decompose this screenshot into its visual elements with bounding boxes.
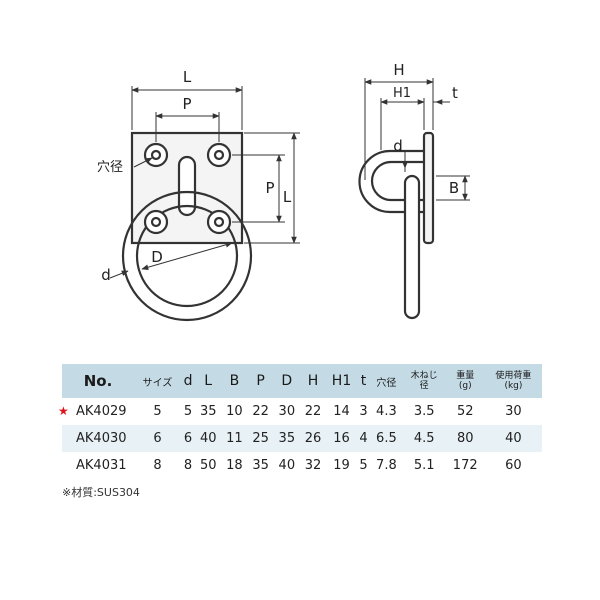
table-cell: 25 xyxy=(247,425,274,452)
table-cell: 6 xyxy=(181,425,196,452)
dim-label-P-side: P xyxy=(265,179,274,197)
table-cell: 4 xyxy=(356,425,371,452)
table-cell: 80 xyxy=(445,425,485,452)
side-plate xyxy=(422,131,435,245)
ring-outer xyxy=(121,190,253,322)
col-header: t xyxy=(356,364,371,398)
table-row: AK4030 6 6 40 11 25 35 26 16 4 6.5 4.5 8… xyxy=(62,425,542,452)
col-header: P xyxy=(247,364,274,398)
mount-hole xyxy=(206,142,232,168)
table-cell: 22 xyxy=(304,404,322,419)
table-cell: 172 xyxy=(452,458,478,473)
ring-inner xyxy=(135,204,239,308)
table-cell: 35 xyxy=(273,425,300,452)
side-loop xyxy=(358,149,424,214)
col-header: D xyxy=(273,364,300,398)
dim-label-t: t xyxy=(452,84,458,102)
material-note: ※材質:SUS304 xyxy=(62,486,140,499)
dim-label-H1: H1 xyxy=(393,86,411,101)
model-cell: AK4031 xyxy=(76,458,127,473)
table-cell: 26 xyxy=(299,425,327,452)
table-cell: 11 xyxy=(221,425,248,452)
table-cell: 5 xyxy=(153,404,162,419)
table-cell: 8 xyxy=(183,458,193,473)
table-cell: 5 xyxy=(183,404,193,419)
mount-hole xyxy=(143,142,169,168)
table-cell: 8 xyxy=(153,458,162,473)
table-cell: 60 xyxy=(505,458,522,473)
dim-label-P-top: P xyxy=(182,95,191,113)
table-header-row: No. サイズ d L B P D H H1 t 穴径 木ねじ 径 重量 (g)… xyxy=(62,364,542,398)
col-header: サイズ xyxy=(134,364,182,398)
model-cell: ★AK4029 xyxy=(58,404,127,419)
table-cell: 7.8 xyxy=(376,458,397,473)
col-header: 重量 (g) xyxy=(445,364,485,398)
col-header: L xyxy=(195,364,222,398)
table-cell: 6 xyxy=(134,425,182,452)
dim-label-L-side: L xyxy=(283,188,292,206)
table-cell: 35 xyxy=(199,404,217,419)
col-header: H xyxy=(299,364,327,398)
dim-label-H: H xyxy=(393,61,404,79)
dim-label-L: L xyxy=(183,68,192,86)
dim-label-d-side: d xyxy=(393,137,403,155)
table-cell: 16 xyxy=(326,425,357,452)
table-cell: 40 xyxy=(484,425,542,452)
table-cell: 22 xyxy=(252,404,269,419)
table-cell: 4.5 xyxy=(402,425,446,452)
table-cell: 30 xyxy=(505,404,522,419)
side-view xyxy=(358,131,435,320)
table-cell: 19 xyxy=(333,458,350,473)
table-cell: 40 xyxy=(278,458,296,473)
table-cell: 35 xyxy=(252,458,269,473)
col-header: No. xyxy=(62,364,134,398)
table-cell: 6.5 xyxy=(370,425,403,452)
table-cell: 50 xyxy=(199,458,217,473)
table-cell: 3 xyxy=(359,404,368,419)
col-header: 使用荷重 (kg) xyxy=(484,364,542,398)
col-header: B xyxy=(221,364,248,398)
table-cell: 32 xyxy=(304,458,322,473)
col-header: 木ねじ 径 xyxy=(402,364,446,398)
side-ring xyxy=(403,174,421,320)
side-dimensions xyxy=(364,78,470,201)
hanger-bar xyxy=(177,155,197,217)
mount-hole xyxy=(206,209,232,235)
table-cell: 30 xyxy=(278,404,296,419)
col-header: H1 xyxy=(326,364,357,398)
dim-label-D: D xyxy=(151,248,163,266)
mount-hole xyxy=(143,209,169,235)
table-cell: 14 xyxy=(333,404,350,419)
hole-diameter-label: 穴径 xyxy=(97,160,123,175)
dim-label-d: d xyxy=(101,266,111,284)
technical-drawing: L P 穴径 P L d D H H1 t d B xyxy=(97,61,470,322)
col-header: 穴径 xyxy=(370,364,403,398)
table-row: AK4031 8 8 50 18 35 40 32 19 5 7.8 5.1 1… xyxy=(62,452,542,479)
table-cell: 3.5 xyxy=(413,404,435,419)
table-cell: 5 xyxy=(359,458,368,473)
table-cell: 40 xyxy=(195,425,222,452)
front-view xyxy=(121,131,253,322)
col-header: d xyxy=(181,364,196,398)
front-dimensions xyxy=(109,86,300,279)
spec-table: No. サイズ d L B P D H H1 t 穴径 木ねじ 径 重量 (g)… xyxy=(58,364,542,479)
model-cell: AK4030 xyxy=(62,425,134,452)
dim-label-B: B xyxy=(449,179,459,197)
table-cell: 18 xyxy=(226,458,243,473)
star-icon: ★ xyxy=(58,404,69,418)
table-cell: 52 xyxy=(456,404,474,419)
table-cell: 10 xyxy=(226,404,243,419)
table-cell: 4.3 xyxy=(376,404,397,419)
table-row: ★AK4029 5 5 35 10 22 30 22 14 3 4.3 3.5 … xyxy=(58,398,542,425)
table-cell: 5.1 xyxy=(413,458,435,473)
